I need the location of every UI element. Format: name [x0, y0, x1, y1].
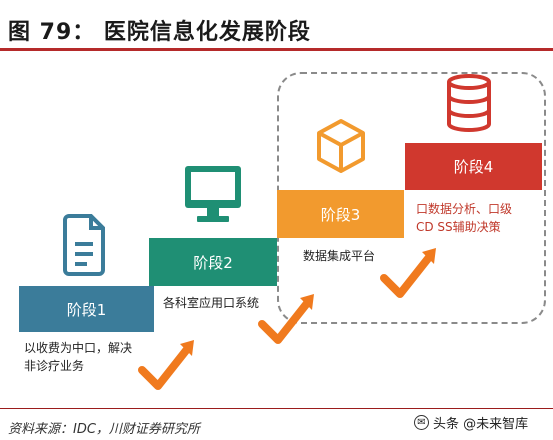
stage-4-description-line: CD SS辅助决策: [416, 220, 501, 234]
source-note: 资料来源：IDC，川财证券研究所: [8, 422, 200, 437]
stage-1-description: 以收费为中口，解决 非诊疗业务: [24, 339, 132, 375]
stage-3-label: 阶段3: [320, 205, 361, 224]
stage-1-bar: 阶段1: [19, 286, 154, 332]
stage-3-description-line: 数据集成平台: [303, 249, 376, 263]
stage-1-description-line: 以收费为中口，解决: [24, 341, 133, 355]
figure-title: 图 79： 医院信息化发展阶段: [8, 20, 311, 45]
watermark-logo-icon: ✉: [414, 415, 429, 430]
document-icon: [63, 214, 105, 276]
stage-4-description: 口数据分析、口级 CD SS辅助决策: [416, 200, 512, 236]
watermark-text: 头条 @未来智库: [433, 417, 529, 432]
footer-divider: [0, 408, 553, 409]
progress-arrow-2: [258, 294, 314, 344]
stage-1-description-line: 非诊疗业务: [24, 359, 85, 373]
stage-4-description-line: 口数据分析、口级: [416, 202, 513, 216]
progress-arrow-1: [138, 340, 194, 390]
cube-icon: [317, 119, 365, 173]
stage-3-description: 数据集成平台: [303, 247, 375, 265]
watermark: ✉ 头条 @未来智库: [414, 413, 528, 432]
stage-4-label: 阶段4: [453, 158, 494, 176]
stage-3-bar: 阶段3: [277, 190, 404, 238]
progress-arrow-3: [380, 248, 436, 298]
stage-2-bar: 阶段2: [149, 238, 277, 286]
stage-4-bar: 阶段4: [405, 143, 542, 190]
stage-2-description-line: 各科室应用口系统: [163, 296, 260, 310]
stage-2-label: 阶段2: [193, 253, 233, 272]
title-divider: [0, 48, 553, 51]
stage-1-label: 阶段1: [66, 300, 107, 319]
stage-2-description: 各科室应用口系统: [163, 294, 259, 312]
monitor-icon: [185, 166, 241, 222]
database-icon: [447, 74, 491, 132]
